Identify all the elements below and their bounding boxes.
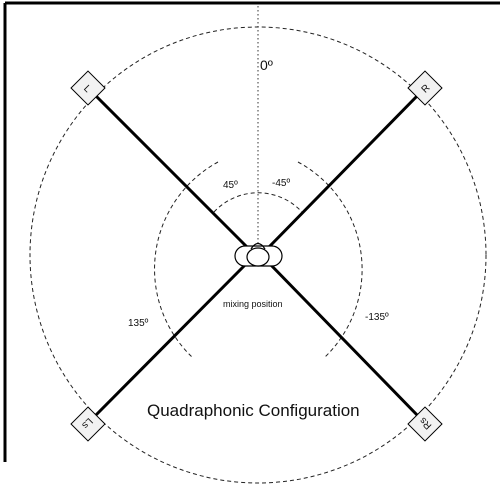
mixing-position-label: mixing position	[223, 299, 283, 309]
outer-dashed-circle	[29, 26, 487, 484]
speaker-front-right: R	[407, 70, 443, 106]
line-rear-right	[266, 260, 422, 420]
mixing-position-icon	[234, 242, 283, 267]
zero-degree-label: 0º	[260, 57, 273, 73]
speaker-rear-right: Rs	[407, 406, 443, 442]
speaker-rear-left: Ls	[70, 406, 106, 442]
line-front-right	[266, 91, 422, 250]
diagram-title: Quadraphonic Configuration	[147, 401, 360, 420]
line-rear-left	[91, 260, 250, 420]
inner-arc-left	[154, 161, 219, 358]
angle-label-135: 135º	[128, 318, 149, 329]
inner-arc-right	[297, 161, 363, 358]
angle-label-minus-45: -45º	[272, 178, 290, 189]
speaker-front-left: L	[70, 70, 106, 106]
top-small-arc	[213, 192, 303, 213]
line-front-left	[91, 91, 250, 250]
angle-label-minus-135: -135º	[365, 312, 389, 323]
angle-label-45: 45º	[223, 180, 238, 191]
